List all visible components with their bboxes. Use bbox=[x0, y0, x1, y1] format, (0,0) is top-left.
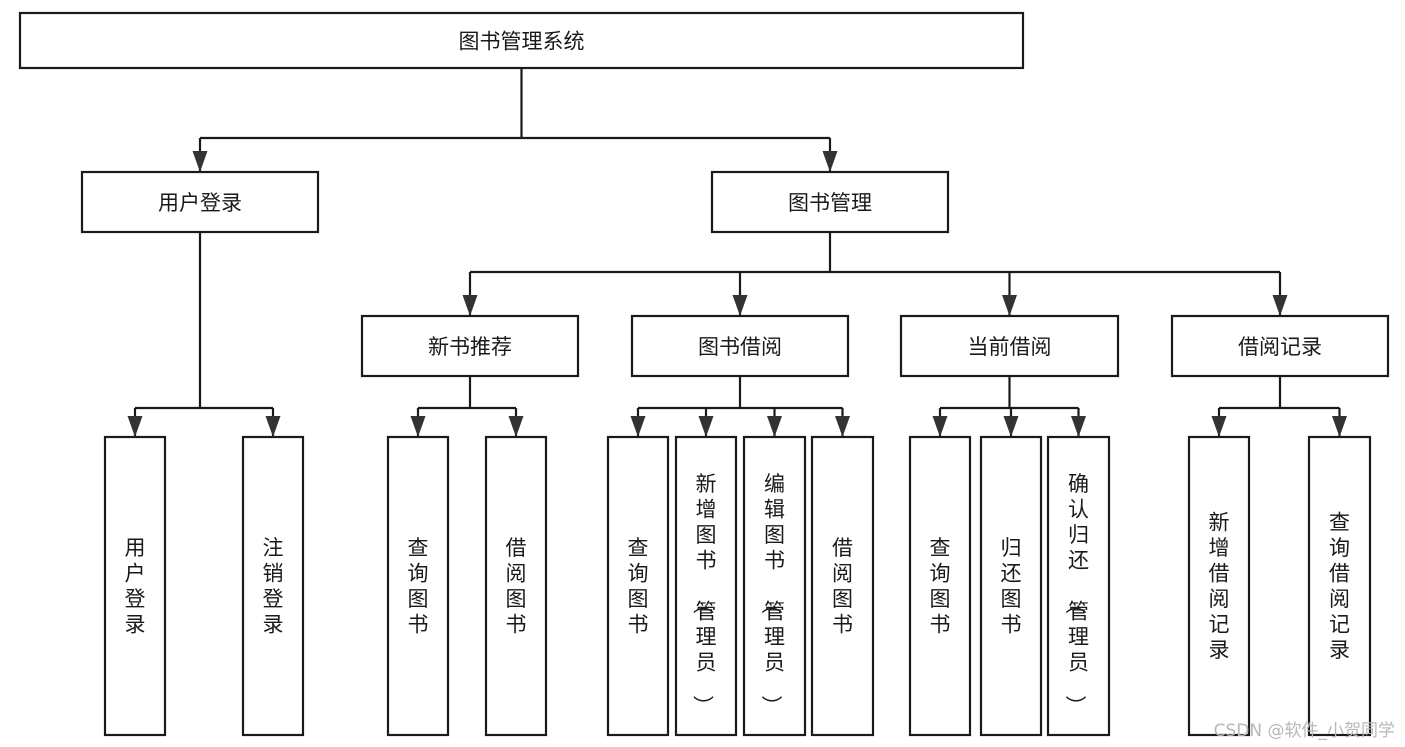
arrow-head-icon bbox=[1071, 416, 1086, 437]
node-box-leaf-add-record[interactable] bbox=[1187, 435, 1251, 737]
node-box-leaf-confirm-return[interactable] bbox=[1046, 435, 1111, 737]
arrow-head-icon bbox=[192, 151, 208, 172]
arrow-head-icon bbox=[767, 416, 782, 437]
arrow-head-icon bbox=[462, 295, 478, 316]
node-leaf-add-record[interactable]: 新增借阅记录 bbox=[1187, 435, 1251, 737]
node-label-leaf-query-book-1: 查询图书 bbox=[408, 536, 429, 637]
arrow-head-icon bbox=[1272, 295, 1288, 316]
arrow-head-icon bbox=[698, 416, 714, 437]
node-label-leaf-logout: 注销登录 bbox=[263, 536, 284, 637]
node-leaf-query-book-1[interactable]: 查询图书 bbox=[386, 435, 450, 737]
arrow-head-icon bbox=[932, 416, 948, 437]
node-leaf-query-book-3[interactable]: 查询图书 bbox=[908, 435, 972, 737]
node-label-newbook: 新书推荐 bbox=[428, 335, 512, 359]
node-box-leaf-borrow-book-2[interactable] bbox=[810, 435, 875, 737]
node-leaf-confirm-return[interactable]: 确认归还（管理员） bbox=[1046, 435, 1111, 737]
node-box-current[interactable] bbox=[899, 314, 1120, 378]
arrow-head-icon bbox=[835, 416, 850, 437]
node-label-login: 用户登录 bbox=[158, 191, 242, 215]
node-newbook[interactable]: 新书推荐 bbox=[360, 314, 580, 378]
node-leaf-edit-book[interactable]: 编辑图书（管理员） bbox=[742, 435, 807, 737]
node-box-leaf-query-record[interactable] bbox=[1307, 435, 1372, 737]
node-login[interactable]: 用户登录 bbox=[80, 170, 320, 234]
arrow-head-icon bbox=[1211, 416, 1227, 437]
node-records[interactable]: 借阅记录 bbox=[1170, 314, 1390, 378]
node-label-leaf-confirm-return: 确认归还（管理员） bbox=[1063, 472, 1089, 716]
node-label-leaf-borrow-book-2: 借阅图书 bbox=[832, 536, 853, 637]
nodes-layer: 图书管理系统用户登录图书管理新书推荐图书借阅当前借阅借阅记录用户登录注销登录查询… bbox=[18, 11, 1390, 737]
node-label-leaf-query-record: 查询借阅记录 bbox=[1329, 510, 1350, 662]
arrow-head-icon bbox=[508, 416, 524, 437]
arrow-head-icon bbox=[410, 416, 426, 437]
node-leaf-user-login[interactable]: 用户登录 bbox=[103, 435, 167, 737]
node-label-leaf-query-book-3: 查询图书 bbox=[930, 536, 951, 637]
node-box-leaf-add-book[interactable] bbox=[674, 435, 738, 737]
node-box-login[interactable] bbox=[80, 170, 320, 234]
node-leaf-logout[interactable]: 注销登录 bbox=[241, 435, 305, 737]
node-box-leaf-query-book-3[interactable] bbox=[908, 435, 972, 737]
node-label-leaf-borrow-book-1: 借阅图书 bbox=[506, 536, 527, 637]
arrow-head-icon bbox=[1332, 416, 1347, 437]
node-box-leaf-edit-book[interactable] bbox=[742, 435, 807, 737]
node-root[interactable]: 图书管理系统 bbox=[18, 11, 1025, 70]
node-box-bookmgmt[interactable] bbox=[710, 170, 950, 234]
node-label-leaf-edit-book: 编辑图书（管理员） bbox=[759, 472, 785, 716]
node-box-newbook[interactable] bbox=[360, 314, 580, 378]
node-box-leaf-user-login[interactable] bbox=[103, 435, 167, 737]
node-box-leaf-query-book-1[interactable] bbox=[386, 435, 450, 737]
node-leaf-query-record[interactable]: 查询借阅记录 bbox=[1307, 435, 1372, 737]
node-leaf-borrow-book-2[interactable]: 借阅图书 bbox=[810, 435, 875, 737]
arrow-head-icon bbox=[630, 416, 646, 437]
node-label-leaf-add-record: 新增借阅记录 bbox=[1209, 510, 1230, 662]
node-label-leaf-return-book: 归还图书 bbox=[1001, 536, 1022, 637]
node-leaf-borrow-book-1[interactable]: 借阅图书 bbox=[484, 435, 548, 737]
node-box-borrow[interactable] bbox=[630, 314, 850, 378]
node-box-leaf-logout[interactable] bbox=[241, 435, 305, 737]
node-current[interactable]: 当前借阅 bbox=[899, 314, 1120, 378]
node-label-borrow: 图书借阅 bbox=[698, 335, 782, 359]
arrow-head-icon bbox=[822, 151, 838, 172]
arrow-head-icon bbox=[732, 295, 748, 316]
node-bookmgmt[interactable]: 图书管理 bbox=[710, 170, 950, 234]
node-label-records: 借阅记录 bbox=[1238, 335, 1322, 359]
arrow-head-icon bbox=[1003, 416, 1019, 437]
node-borrow[interactable]: 图书借阅 bbox=[630, 314, 850, 378]
node-label-bookmgmt: 图书管理 bbox=[788, 191, 872, 215]
arrow-head-icon bbox=[265, 416, 281, 437]
arrow-head-icon bbox=[1002, 295, 1017, 316]
node-box-leaf-query-book-2[interactable] bbox=[606, 435, 670, 737]
node-box-leaf-borrow-book-1[interactable] bbox=[484, 435, 548, 737]
connectors-layer bbox=[127, 68, 1347, 437]
node-box-leaf-return-book[interactable] bbox=[979, 435, 1043, 737]
node-label-leaf-user-login: 用户登录 bbox=[125, 536, 146, 637]
node-label-leaf-add-book: 新增图书（管理员） bbox=[691, 472, 717, 716]
node-box-records[interactable] bbox=[1170, 314, 1390, 378]
arrow-head-icon bbox=[127, 416, 143, 437]
node-label-leaf-query-book-2: 查询图书 bbox=[628, 536, 649, 637]
node-leaf-return-book[interactable]: 归还图书 bbox=[979, 435, 1043, 737]
node-label-root: 图书管理系统 bbox=[459, 30, 585, 54]
node-leaf-query-book-2[interactable]: 查询图书 bbox=[606, 435, 670, 737]
node-box-root[interactable] bbox=[18, 11, 1025, 70]
node-label-current: 当前借阅 bbox=[968, 335, 1052, 359]
node-leaf-add-book[interactable]: 新增图书（管理员） bbox=[674, 435, 738, 737]
